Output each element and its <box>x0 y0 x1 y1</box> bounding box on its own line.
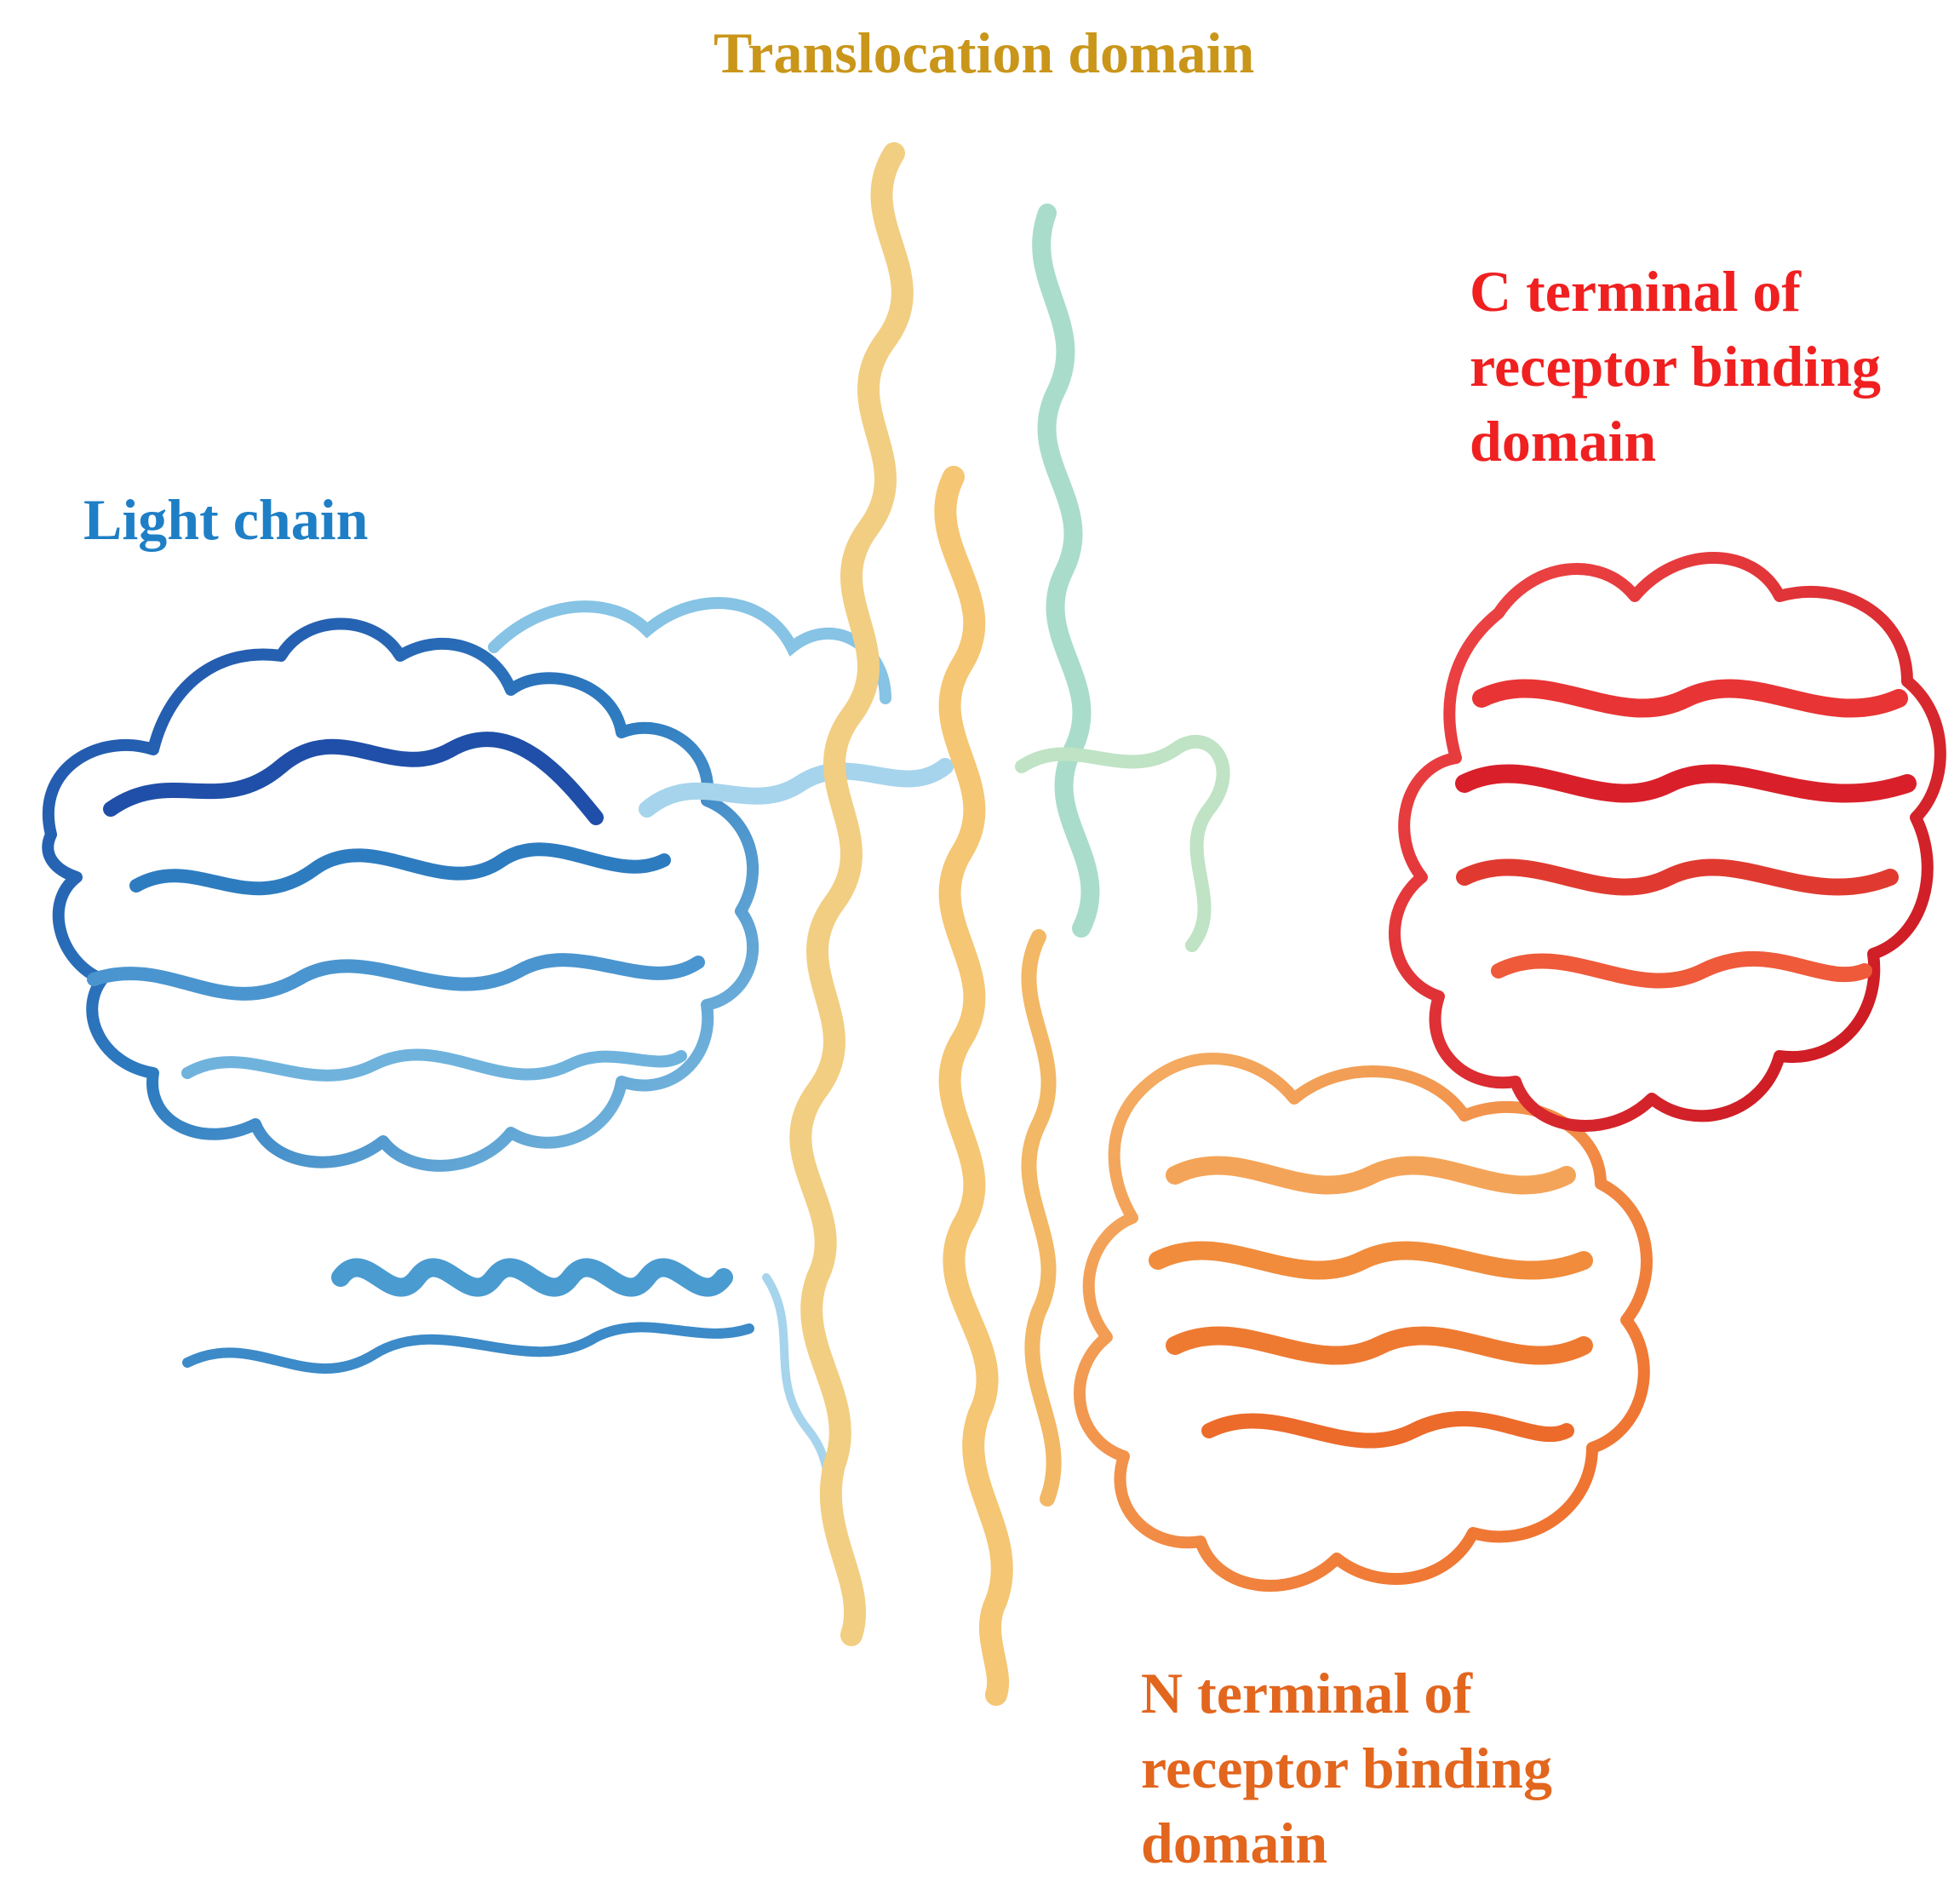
n-terminal-domain-structure <box>1074 1053 1653 1592</box>
translocation-domain-label: Translocation domain <box>714 15 1254 90</box>
n-terminal-label: N terminal of receptor binding domain <box>1141 1656 1552 1880</box>
label-line: C terminal of <box>1470 259 1802 324</box>
label-line: Translocation domain <box>714 20 1255 85</box>
c-terminal-label: C terminal of receptor binding domain <box>1470 254 1881 479</box>
label-line: domain <box>1141 1811 1328 1875</box>
label-line: domain <box>1470 409 1657 474</box>
light-chain-label: Light chain <box>83 482 368 557</box>
label-line: receptor binding <box>1470 334 1881 399</box>
label-line: Light chain <box>83 487 369 552</box>
c-terminal-domain-structure <box>1389 552 1946 1132</box>
translocation-domain-structure <box>789 142 1230 1706</box>
light-chain-structure <box>42 596 954 1554</box>
label-line: receptor binding <box>1141 1736 1552 1800</box>
label-line: N terminal of <box>1141 1661 1473 1725</box>
